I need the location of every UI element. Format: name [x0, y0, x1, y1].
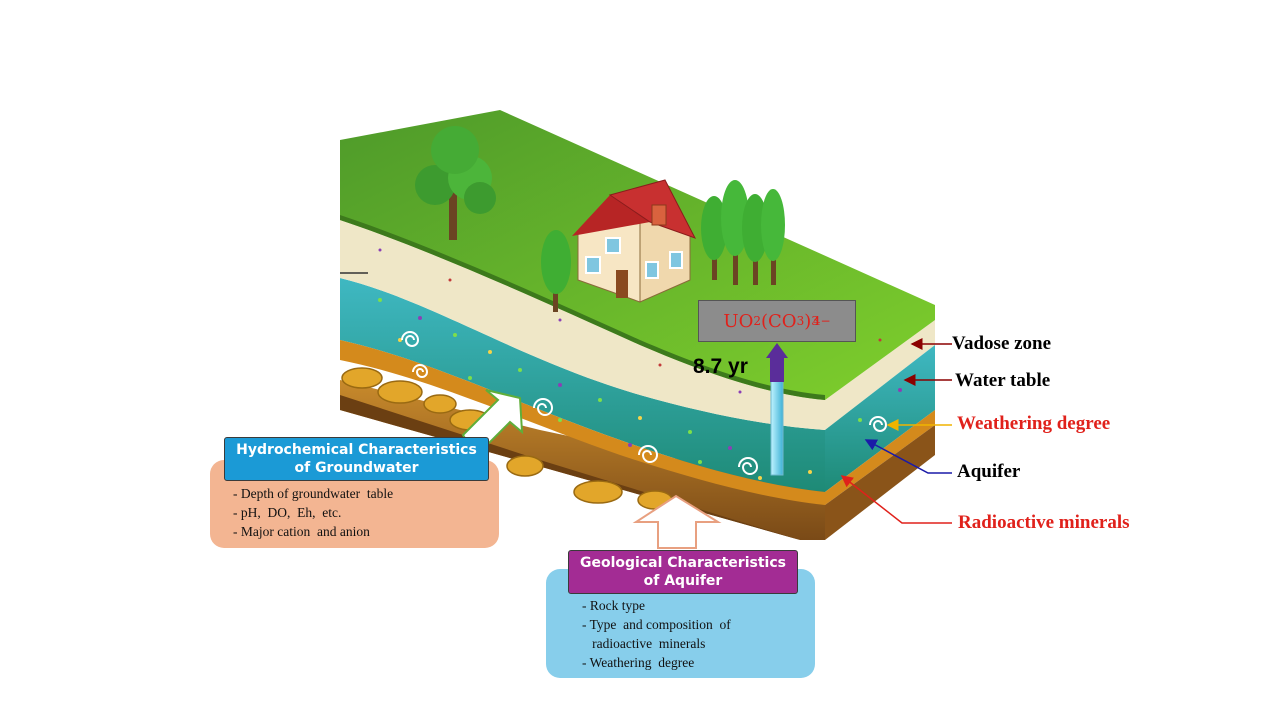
formula-mid: (CO: [761, 311, 797, 332]
list-item: - Major cation and anion: [233, 522, 393, 541]
geo-title-line-1: Geological Characteristics: [580, 554, 786, 572]
list-item: - Rock type: [582, 596, 731, 615]
hydro-info-list: - Depth of groundwater table - pH, DO, E…: [233, 484, 393, 541]
list-item: - Type and composition of: [582, 615, 731, 634]
list-item: - Depth of groundwater table: [233, 484, 393, 503]
hydro-info-title: Hydrochemical Characteristics of Groundw…: [224, 437, 489, 481]
vadose-zone-label: Vadose zone: [952, 333, 1051, 355]
list-item: - Weathering degree: [582, 653, 731, 672]
hydro-title-line-2: of Groundwater: [294, 459, 418, 477]
formula-base: UO: [723, 311, 753, 332]
geo-info-title: Geological Characteristics of Aquifer: [568, 550, 798, 594]
radioactive-minerals-label: Radioactive minerals: [958, 512, 1130, 534]
geo-info-list: - Rock type - Type and composition of ra…: [582, 596, 731, 672]
list-item: radioactive minerals: [582, 634, 731, 653]
weathering-degree-label: Weathering degree: [957, 413, 1110, 435]
formula-close: ): [804, 311, 811, 332]
geo-title-line-2: of Aquifer: [644, 572, 723, 590]
list-item: - pH, DO, Eh, etc.: [233, 503, 393, 522]
water-table-label: Water table: [955, 370, 1050, 392]
aquifer-label: Aquifer: [957, 461, 1020, 483]
travel-time-label: 8.7 yr: [693, 355, 748, 379]
formula-sub-2: 3: [797, 314, 805, 328]
formula-charge: 4−: [813, 314, 831, 328]
hydro-title-line-1: Hydrochemical Characteristics: [236, 441, 477, 459]
formula-sub-1: 2: [753, 314, 761, 328]
